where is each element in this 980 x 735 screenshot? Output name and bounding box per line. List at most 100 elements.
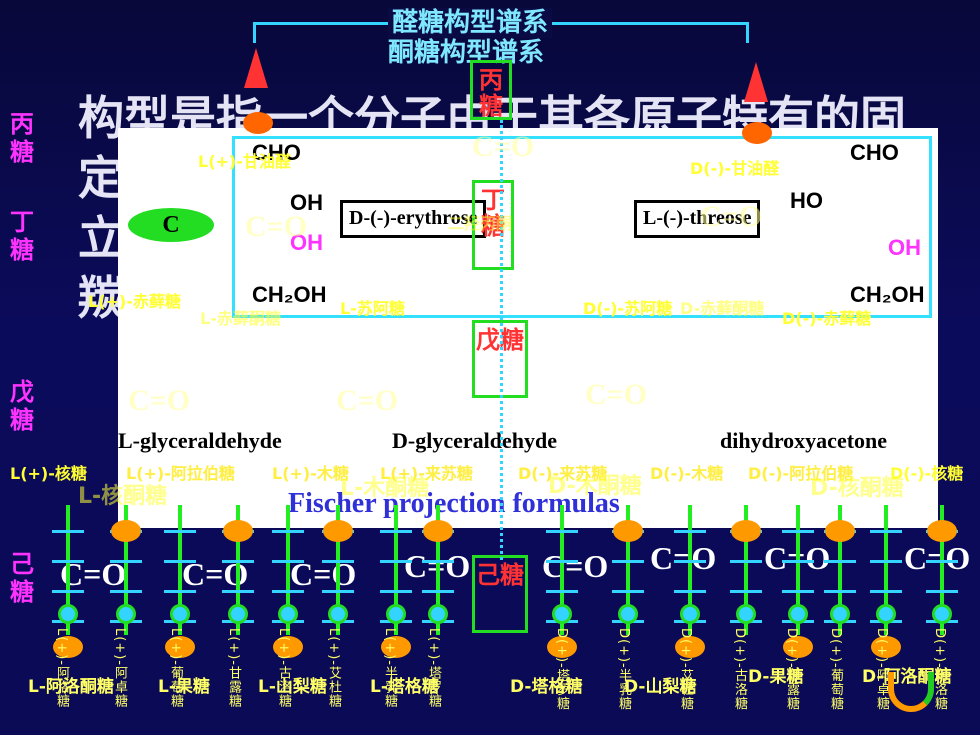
- l-oh: OH: [290, 190, 323, 215]
- hexose-marker-dot: [223, 520, 253, 542]
- hexose-marker-dot: [783, 636, 813, 658]
- l-glyceraldehyde-cn: L(+)-甘油醛: [198, 152, 291, 171]
- dihydroxyacetone-label: dihydroxyacetone: [720, 428, 888, 453]
- hexose-bond: [322, 560, 354, 563]
- d-ribose: D(-)-核糖: [890, 464, 964, 483]
- l-erythrulose: L-赤藓酮糖: [200, 309, 281, 328]
- l-arabinose: L(+)-阿拉伯糖: [126, 464, 235, 483]
- l-xylulose: L-木酮糖: [340, 476, 430, 501]
- hexose-bond: [674, 530, 706, 533]
- l-threose: L-苏阿糖: [340, 299, 405, 318]
- d-xylose: D(-)-木糖: [650, 464, 724, 483]
- hexose-bond: [546, 560, 578, 563]
- hexose-spine: [884, 505, 888, 635]
- hydroxyl-ring: [932, 604, 952, 624]
- hexose-spine: [236, 505, 240, 635]
- aldohexose-name: D(+)-阿洛糖: [932, 628, 947, 711]
- hexose-bond: [612, 590, 644, 593]
- hexose-spine: [688, 505, 692, 635]
- aldohexose-name: D(+)-半乳糖: [616, 628, 631, 711]
- hexose-bond: [824, 590, 856, 593]
- r-ch2oh: CH₂OH: [850, 282, 925, 307]
- hexose-marker-dot: [871, 636, 901, 658]
- side-label-triose: 丙糖: [10, 110, 34, 166]
- hydroxyl-ring: [428, 604, 448, 624]
- aldohexose-name: D(+)-葡萄糖: [828, 628, 843, 711]
- hydroxyl-ring: [830, 604, 850, 624]
- hexose-bond: [52, 560, 84, 563]
- threose-label: L-(-)-threose: [634, 200, 761, 238]
- hydroxyl-ring: [788, 604, 808, 624]
- triose-dot-right: [742, 122, 772, 144]
- hexose-marker-dot: [547, 636, 577, 658]
- triose-dot-left: [243, 112, 273, 134]
- hexose-bond: [730, 560, 762, 563]
- aldohexose-name: D(+)-甘露糖: [784, 628, 799, 711]
- co-overlay-5: C=O: [585, 378, 648, 411]
- hexose-spine: [838, 505, 842, 635]
- hexose-spine: [286, 505, 290, 635]
- hexose-bond: [870, 530, 902, 533]
- hexose-spine: [940, 505, 944, 635]
- l-oh-2: OH: [290, 230, 323, 255]
- hexose-box: 己糖: [472, 555, 528, 633]
- d-fructose: D-果糖: [748, 667, 804, 687]
- hexose-bond: [422, 590, 454, 593]
- hexose-marker-dot: [675, 636, 705, 658]
- co-overlay-6: C=O: [472, 130, 535, 163]
- hexose-marker-dot: [53, 636, 83, 658]
- carbon-ellipse: C: [128, 208, 214, 242]
- hexose-bond: [782, 530, 814, 533]
- d-glyceraldehyde-label: D-glyceraldehyde: [392, 428, 557, 453]
- aldohexose-name: L(+)-艾杜糖: [326, 628, 341, 708]
- hexose-spine: [394, 505, 398, 635]
- aldohexose-name: D(+)-艾杜糖: [678, 628, 693, 711]
- l-ribulose: L-核酮糖: [78, 484, 168, 509]
- co-overlay-4: C=O: [336, 384, 399, 417]
- hexose-bond: [926, 590, 958, 593]
- aldohexose-name: D(+)-塔罗糖: [554, 628, 569, 711]
- hexose-spine: [66, 505, 70, 635]
- hydroxyl-ring: [228, 604, 248, 624]
- hexose-marker-dot: [273, 636, 303, 658]
- decorative-swoosh-icon: [888, 672, 934, 712]
- hydroxyl-ring: [680, 604, 700, 624]
- hydroxyl-ring: [278, 604, 298, 624]
- header-title: 醛糖构型谱系 酮糖构型谱系: [388, 8, 553, 68]
- hexose-co-6: C=O: [650, 540, 717, 576]
- triose-arrow-left-icon: [244, 48, 268, 88]
- hexose-marker-dot: [111, 520, 141, 542]
- d-arabinose: D(-)-阿拉伯糖: [748, 464, 854, 483]
- hexose-bond: [422, 560, 454, 563]
- hydroxyl-ring: [58, 604, 78, 624]
- aldose-series-title: 醛糖构型谱系: [388, 8, 553, 38]
- hexose-bond: [546, 590, 578, 593]
- hydroxyl-ring: [328, 604, 348, 624]
- hexose-bond: [782, 590, 814, 593]
- hydroxyl-ring: [876, 604, 896, 624]
- l-ribose: L(+)-核糖: [10, 464, 87, 483]
- hexose-marker-dot: [423, 520, 453, 542]
- aldohexose-name: L(+)-葡萄糖: [168, 628, 183, 708]
- aldohexose-name: D(+)-古洛糖: [732, 628, 747, 711]
- hexose-bond: [824, 560, 856, 563]
- hexose-bond: [52, 530, 84, 533]
- l-lyxose: L(+)-来苏糖: [380, 464, 473, 483]
- hexose-bond: [272, 590, 304, 593]
- hexose-bond: [926, 560, 958, 563]
- hydroxyl-ring: [116, 604, 136, 624]
- hexose-bond: [870, 560, 902, 563]
- hexose-bond: [272, 560, 304, 563]
- hexose-co-5: C=O: [542, 548, 609, 584]
- hexose-bond: [222, 560, 254, 563]
- hexose-bond: [782, 560, 814, 563]
- fischer-caption: Fischer projection formulas: [288, 488, 620, 519]
- hexose-marker-dot: [381, 636, 411, 658]
- l-tagatose: L-塔格糖: [370, 677, 439, 697]
- r-oh: OH: [888, 235, 921, 260]
- hexose-bond: [164, 530, 196, 533]
- d-lyxose: D(-)-来苏糖: [518, 464, 608, 483]
- hexose-spine: [124, 505, 128, 635]
- d-erythrose: D(-)-赤藓糖: [782, 309, 872, 328]
- hexose-marker-dot: [165, 636, 195, 658]
